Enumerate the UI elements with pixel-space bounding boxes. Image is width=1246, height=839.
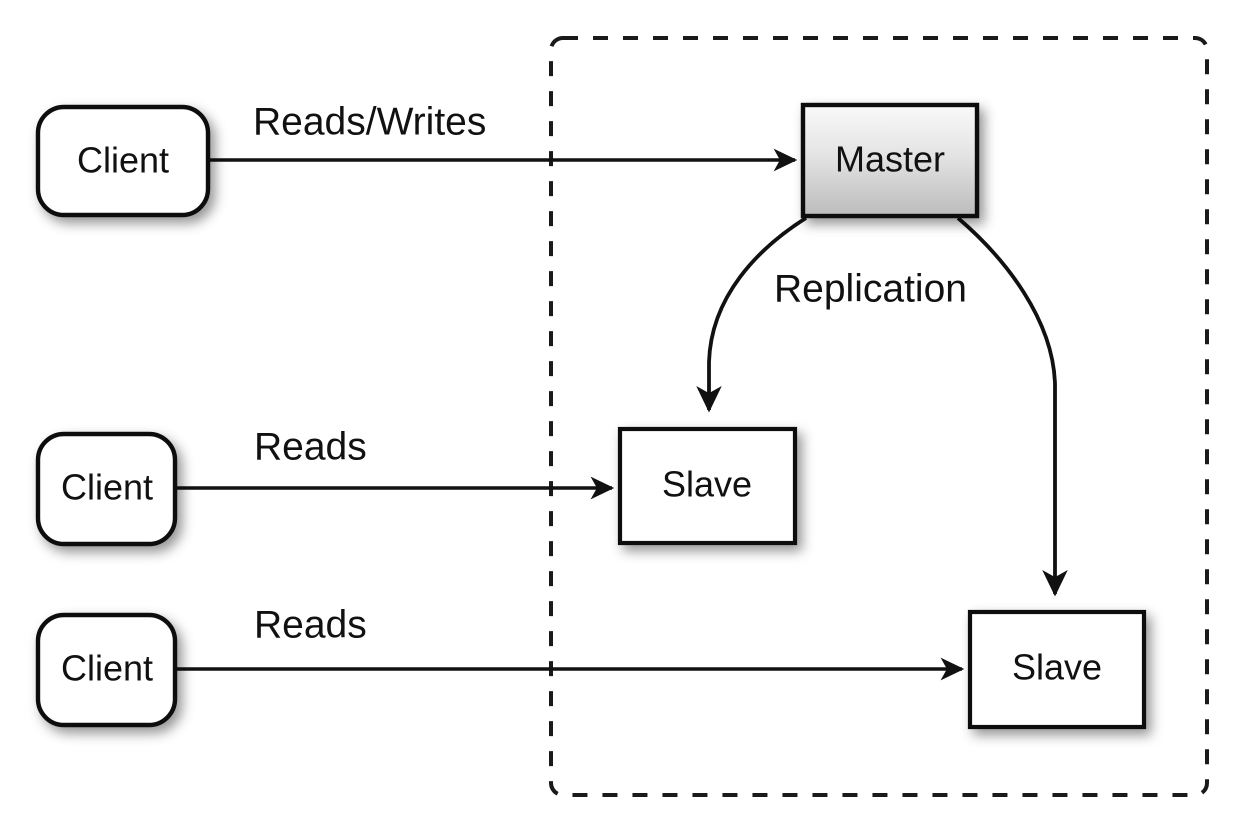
edge-label-reads-bottom: Reads bbox=[254, 603, 367, 646]
node-client-middle[interactable]: Client bbox=[35, 431, 178, 547]
node-client-top-label: Client bbox=[77, 140, 169, 181]
node-slave-upper[interactable]: Slave bbox=[617, 426, 798, 546]
node-master[interactable]: Master bbox=[800, 102, 980, 219]
node-master-label: Master bbox=[835, 139, 945, 180]
node-client-top[interactable]: Client bbox=[35, 104, 211, 218]
edge-label-reads-middle: Reads bbox=[254, 425, 367, 468]
edge-label-reads-writes: Reads/Writes bbox=[253, 100, 486, 143]
node-slave-lower[interactable]: Slave bbox=[967, 609, 1147, 730]
edge-master-to-slave-upper bbox=[696, 216, 808, 413]
node-slave-upper-label: Slave bbox=[662, 464, 752, 505]
node-client-bottom-label: Client bbox=[61, 648, 153, 689]
node-client-bottom[interactable]: Client bbox=[35, 612, 178, 728]
edge-master-to-slave-lower bbox=[956, 216, 1068, 597]
node-slave-lower-label: Slave bbox=[1012, 647, 1102, 688]
edge-label-replication: Replication bbox=[774, 267, 967, 310]
replication-cluster-boundary bbox=[549, 36, 1209, 797]
node-client-middle-label: Client bbox=[61, 467, 153, 508]
